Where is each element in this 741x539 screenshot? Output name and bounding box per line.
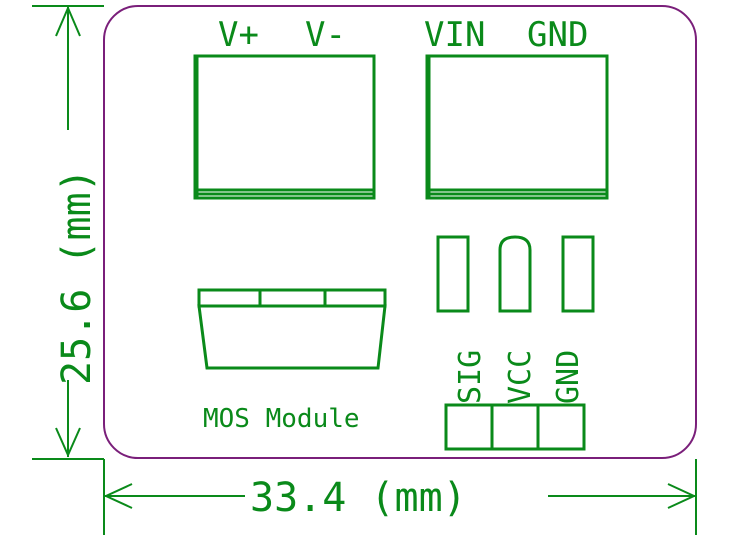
label-gnd-top: GND bbox=[527, 15, 588, 55]
label-width-dim: 33.4 (mm) bbox=[250, 475, 467, 521]
label-vminus: V- bbox=[305, 15, 346, 55]
mosfet-package bbox=[197, 288, 387, 370]
label-vplus: V+ bbox=[218, 15, 259, 55]
width-dimension bbox=[32, 458, 697, 535]
height-dimension bbox=[32, 5, 104, 458]
label-gnd-pin: GND bbox=[551, 350, 586, 404]
label-sig: SIG bbox=[453, 350, 488, 404]
label-vin: VIN bbox=[424, 15, 485, 55]
label-module: MOS Module bbox=[203, 404, 360, 434]
label-vcc: VCC bbox=[503, 350, 538, 404]
board-outline bbox=[103, 5, 697, 459]
pad-sig bbox=[436, 235, 470, 313]
pad-vcc bbox=[498, 235, 532, 313]
pin-header bbox=[444, 403, 586, 451]
label-height-dim: 25.6 (mm) bbox=[54, 168, 100, 385]
terminal-block-left bbox=[193, 54, 376, 200]
pad-gnd bbox=[561, 235, 595, 313]
terminal-block-right bbox=[425, 54, 609, 200]
